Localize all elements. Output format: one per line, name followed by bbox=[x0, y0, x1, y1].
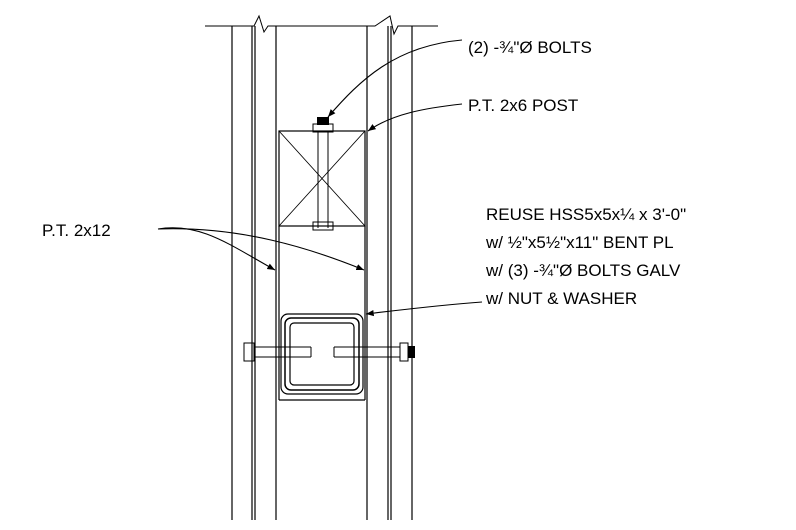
label-side-board-2x12: P.T. 2x12 bbox=[42, 221, 111, 240]
vertical-bolt bbox=[312, 117, 334, 231]
top-break-line bbox=[205, 14, 438, 36]
label-bolts-top: (2) -¾"Ø BOLTS bbox=[468, 38, 592, 57]
label-hss-line4: w/ NUT & WASHER bbox=[485, 289, 637, 308]
lower-block bbox=[278, 226, 366, 401]
leader-lines bbox=[157, 39, 483, 317]
right-2x12-board bbox=[366, 26, 413, 520]
post-2x6-section bbox=[278, 130, 366, 227]
label-hss-line1: REUSE HSS5x5x¼ x 3'-0" bbox=[486, 205, 686, 224]
label-hss-line2: w/ ½"x5½"x11" BENT PL bbox=[485, 233, 674, 252]
label-hss-line3: w/ (3) -¾"Ø BOLTS GALV bbox=[485, 261, 681, 280]
label-post-2x6: P.T. 2x6 POST bbox=[468, 96, 578, 115]
hss-tube-section bbox=[280, 313, 364, 395]
left-2x12-board bbox=[231, 26, 277, 520]
horizontal-bolt bbox=[243, 342, 415, 362]
